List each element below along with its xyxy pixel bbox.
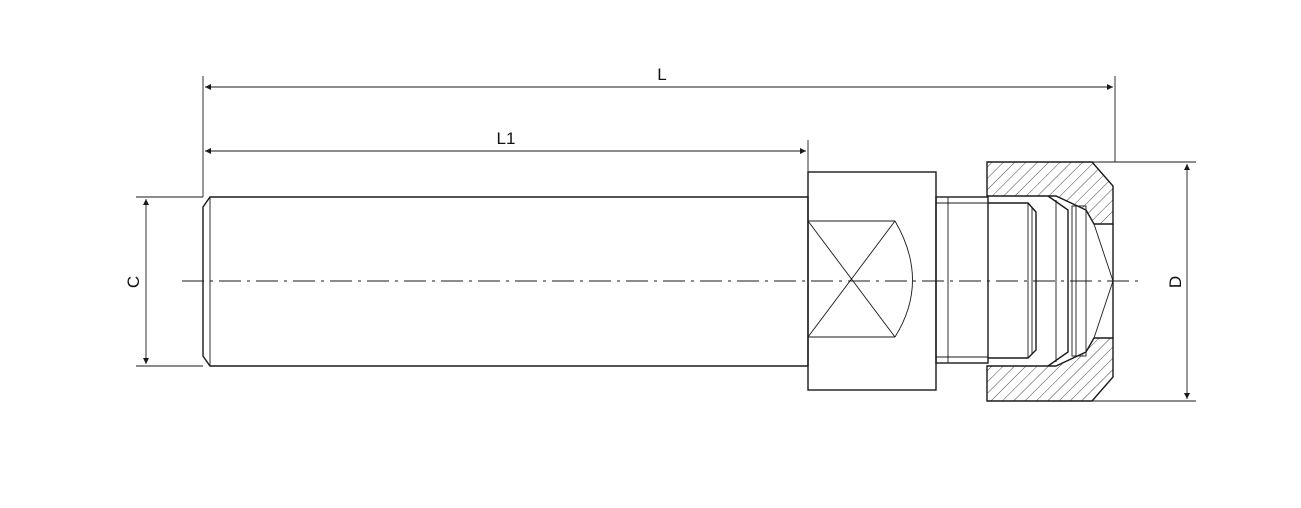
dimension-L1: L1 <box>205 129 809 172</box>
dimension-label-D: D <box>1166 276 1185 288</box>
nut-upper-section <box>986 161 1114 225</box>
dimension-D: D <box>1092 161 1196 402</box>
dimension-label-L: L <box>657 65 666 84</box>
nut-face <box>1093 223 1114 339</box>
nut-lower-section <box>986 337 1114 402</box>
dimension-L: L <box>202 65 1116 197</box>
dimension-label-C: C <box>124 276 143 288</box>
neck <box>935 196 989 364</box>
dimension-label-L1: L1 <box>497 129 516 148</box>
dimension-C: C <box>124 196 203 367</box>
